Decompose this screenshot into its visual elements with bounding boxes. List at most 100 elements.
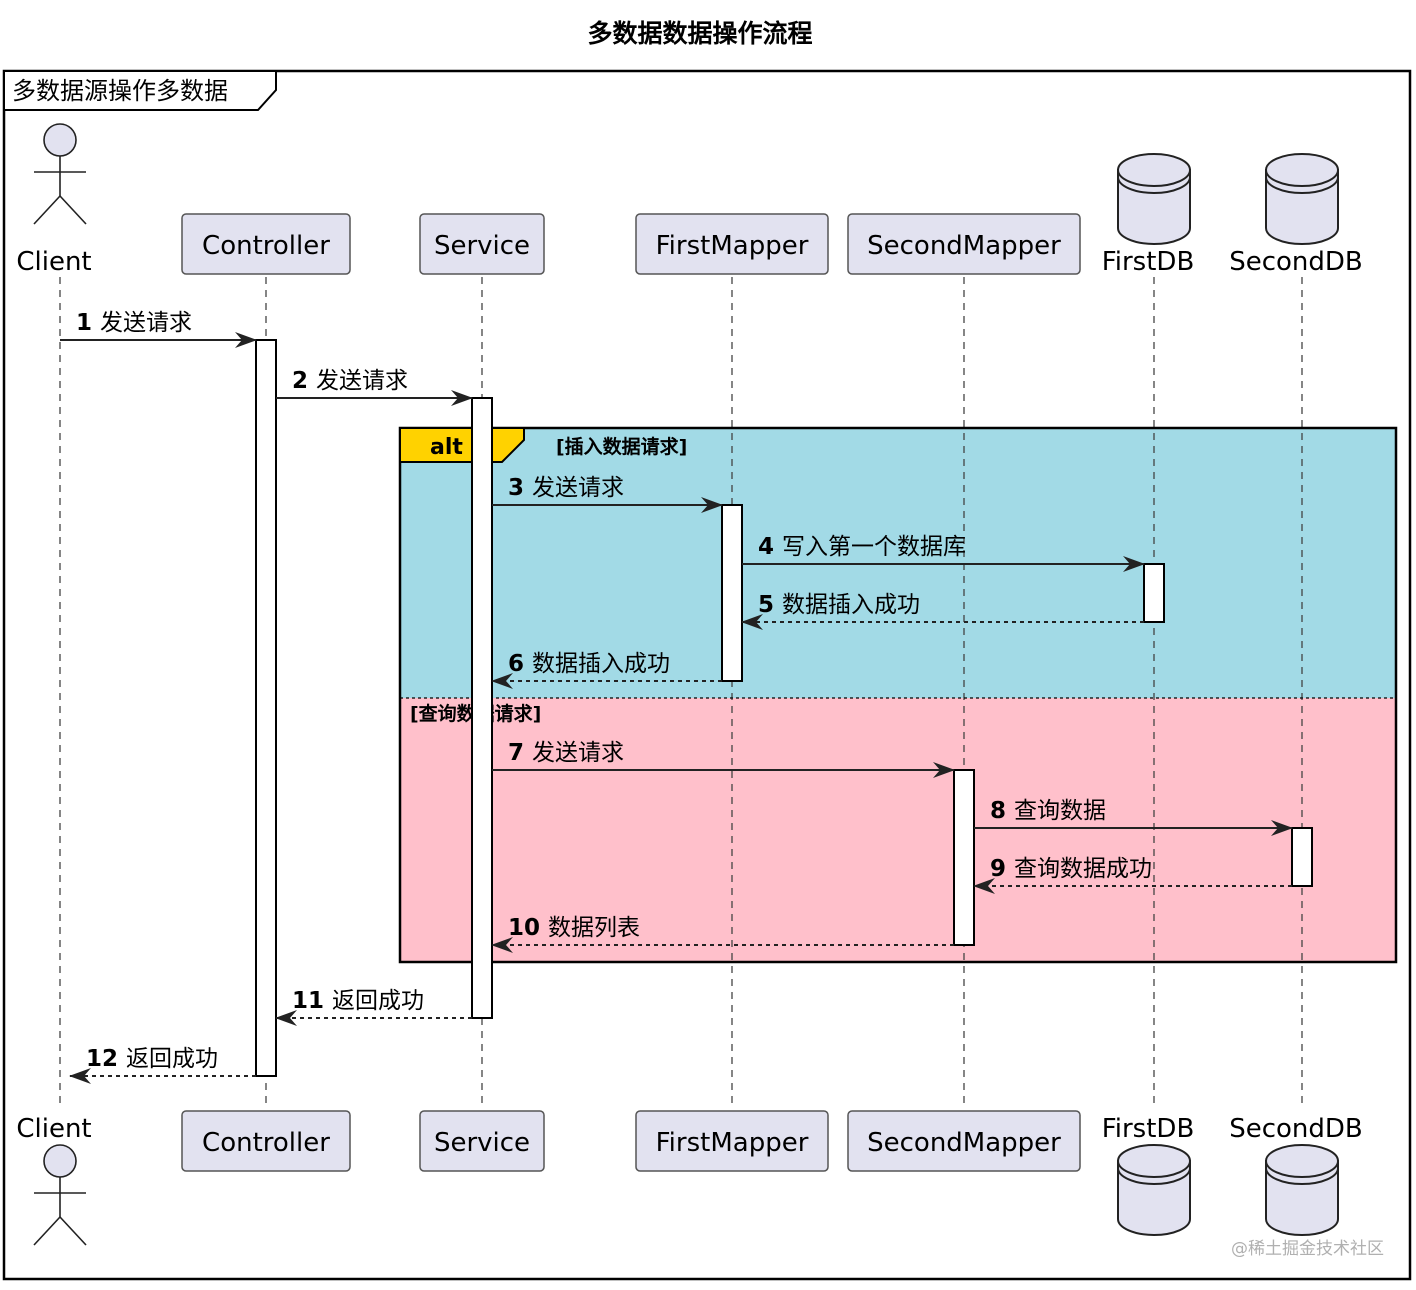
activation-bars — [255, 339, 1313, 1077]
database-rim — [1117, 1167, 1191, 1185]
message-text: 发送请求 — [532, 740, 624, 766]
message-text: 写入第一个数据库 — [782, 534, 966, 560]
message-number: 6 — [508, 651, 524, 677]
message-text: 查询数据 — [1014, 798, 1106, 824]
activation-service — [471, 397, 493, 1019]
message-6: 6 数据插入成功 — [491, 651, 722, 689]
message-label: 10 数据列表 — [508, 915, 640, 941]
actor-leg-left — [33, 195, 61, 225]
participant-service-bottom: Service — [419, 1110, 545, 1172]
participant-label: Controller — [202, 1128, 330, 1158]
participant-label: FirstMapper — [656, 1128, 809, 1158]
activation-second_mapper — [953, 769, 975, 946]
message-2: 2 发送请求 — [276, 368, 473, 406]
frame-label: 多数据源操作多数据 — [12, 77, 228, 105]
participants: ClientClientControllerControllerServiceS… — [16, 123, 1363, 1246]
activation-first_mapper — [721, 504, 743, 682]
participant-label: Controller — [202, 231, 330, 261]
message-text: 数据插入成功 — [532, 651, 670, 677]
participant-label: Client — [16, 247, 91, 277]
message-10: 10 数据列表 — [491, 915, 954, 953]
message-label: 4 写入第一个数据库 — [758, 534, 966, 560]
message-text: 发送请求 — [532, 475, 624, 501]
alt-border — [398, 426, 1398, 964]
participant-second_db-bottom: SecondDB — [1229, 1114, 1363, 1236]
participant-client-top: Client — [16, 123, 92, 277]
actor-leg-right — [59, 195, 87, 225]
actor-figure-bottom — [33, 1144, 87, 1246]
message-3: 3 发送请求 — [492, 475, 723, 513]
participant-label: SecondMapper — [867, 1128, 1061, 1158]
actor-figure-top — [33, 123, 87, 225]
participant-first_mapper-top: FirstMapper — [635, 213, 829, 275]
participant-label: SecondMapper — [867, 231, 1061, 261]
alt-branch-query-bg — [400, 698, 1396, 962]
participant-label: Client — [16, 1114, 91, 1144]
message-label: 1 发送请求 — [76, 310, 192, 336]
participant-controller-top: Controller — [181, 213, 351, 275]
participant-service-top: Service — [419, 213, 545, 275]
participant-label: SecondDB — [1229, 247, 1363, 277]
database-body — [1265, 1160, 1339, 1236]
database-top — [1117, 1144, 1191, 1178]
database-top — [1117, 153, 1191, 187]
participant-first_mapper-bottom: FirstMapper — [635, 1110, 829, 1172]
message-7: 7 发送请求 — [492, 740, 955, 778]
message-number: 7 — [508, 740, 524, 766]
database-icon-top — [1117, 153, 1191, 245]
participant-client-bottom: Client — [16, 1114, 92, 1246]
message-text: 数据列表 — [548, 915, 640, 941]
participant-label: Service — [434, 231, 530, 261]
participant-second_mapper-top: SecondMapper — [847, 213, 1081, 275]
database-rim — [1117, 176, 1191, 194]
message-text: 返回成功 — [332, 988, 424, 1014]
participant-second_mapper-bottom: SecondMapper — [847, 1110, 1081, 1172]
participant-first_db-bottom: FirstDB — [1102, 1114, 1194, 1236]
message-number: 1 — [76, 310, 92, 336]
message-number: 9 — [990, 856, 1006, 882]
message-number: 2 — [292, 368, 308, 394]
message-text: 发送请求 — [316, 368, 408, 394]
message-number: 8 — [990, 798, 1006, 824]
actor-leg-right — [59, 1216, 87, 1246]
participant-box — [635, 1110, 829, 1172]
message-label: 8 查询数据 — [990, 798, 1106, 824]
participant-label: Service — [434, 1128, 530, 1158]
participant-box — [847, 213, 1081, 275]
watermark: @稀土掘金技术社区 — [1231, 1239, 1384, 1259]
message-text: 发送请求 — [100, 310, 192, 336]
actor-head — [43, 123, 77, 157]
database-icon-bottom — [1117, 1144, 1191, 1236]
message-label: 6 数据插入成功 — [508, 651, 670, 677]
message-label: 3 发送请求 — [508, 475, 624, 501]
database-body — [1117, 169, 1191, 245]
participant-box — [419, 1110, 545, 1172]
participant-box — [181, 1110, 351, 1172]
message-label: 2 发送请求 — [292, 368, 408, 394]
activation-second_db — [1291, 827, 1313, 887]
message-number: 4 — [758, 534, 774, 560]
participant-box — [847, 1110, 1081, 1172]
message-text: 数据插入成功 — [782, 592, 920, 618]
message-text: 返回成功 — [126, 1046, 218, 1072]
database-rim — [1265, 176, 1339, 194]
database-rim — [1265, 1167, 1339, 1185]
participant-label: FirstDB — [1102, 247, 1195, 277]
alt-fragment-bg — [400, 428, 1396, 962]
frame-label-tab — [3, 70, 277, 111]
participant-controller-bottom: Controller — [181, 1110, 351, 1172]
activation-first_db — [1143, 563, 1165, 623]
message-number: 3 — [508, 475, 524, 501]
participant-label: SecondDB — [1229, 1114, 1363, 1144]
diagram-title: 多数据数据操作流程 — [587, 19, 812, 48]
message-number: 10 — [508, 915, 540, 941]
alt-guard-insert: [插入数据请求] — [556, 435, 687, 458]
database-icon-top — [1265, 153, 1339, 245]
